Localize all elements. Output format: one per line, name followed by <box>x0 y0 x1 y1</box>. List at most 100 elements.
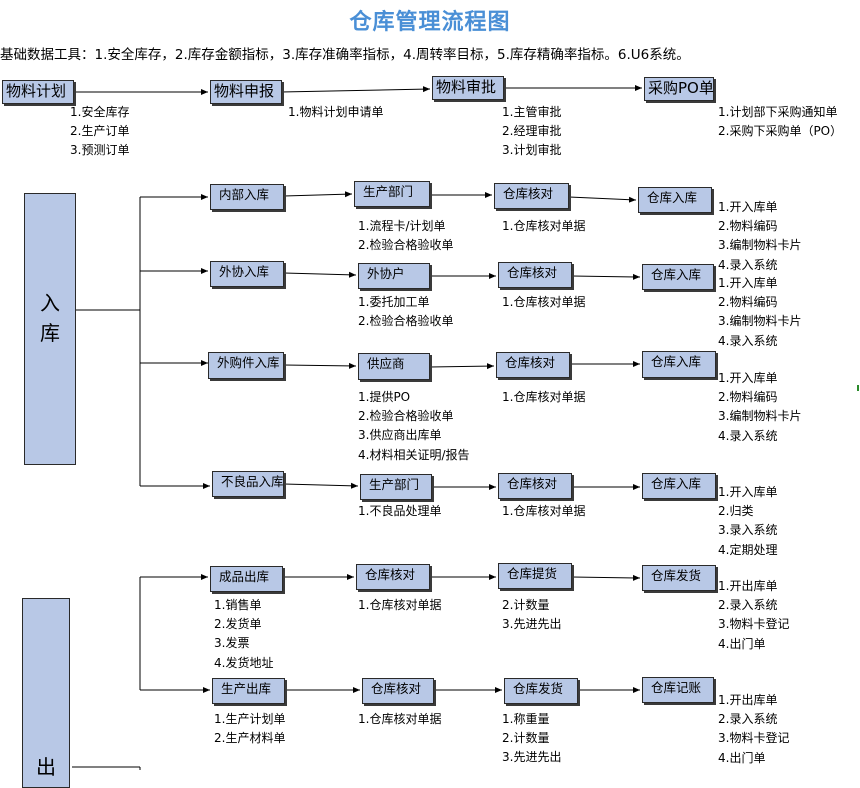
notes-warehouse-check: 1.仓库核对单据 <box>358 710 441 729</box>
outbound-label: 出 <box>36 755 56 779</box>
note-item: 1.物料计划申请单 <box>288 105 384 119</box>
note-item: 3.物料卡登记 <box>718 617 790 632</box>
note-item: 2.生产订单 <box>70 124 130 139</box>
note-item: 1.开入库单 <box>718 371 778 385</box>
box-warehouse-check: 仓库核对 <box>494 183 569 209</box>
note-item: 3.先进先出 <box>502 750 562 765</box>
box-production-dept: 生产部门 <box>360 474 432 500</box>
note-item: 3.编制物料卡片 <box>718 409 802 424</box>
chart-title: 仓库管理流程图 <box>349 10 511 35</box>
box-defective-inbound: 不良品入库 <box>212 471 284 497</box>
note-item: 1.主管审批 <box>502 105 562 119</box>
note-item: 3.编制物料卡片 <box>718 238 802 253</box>
note-item: 2.计数量 <box>502 731 550 746</box>
notes-material-plan: 1.安全库存 2.生产订单 3.预测订单 <box>70 103 129 161</box>
notes-warehouse-check: 1.仓库核对单据 <box>502 388 585 407</box>
notes-supplier: 1.提供PO 2.检验合格验收单 3.供应商出库单 4.材料相关证明/报告 <box>358 388 470 465</box>
notes-warehouse-check: 1.仓库核对单据 <box>502 293 585 312</box>
note-item: 4.发货地址 <box>214 655 274 670</box>
note-item: 1.开出库单 <box>718 579 778 593</box>
box-internal-inbound: 内部入库 <box>210 184 284 210</box>
note-item: 1.流程卡/计划单 <box>358 219 446 233</box>
box-warehouse-check: 仓库核对 <box>356 564 430 590</box>
box-supplier: 供应商 <box>358 353 430 380</box>
notes-finished-goods-outbound: 1.销售单 2.发货单 3.发票 4.发货地址 <box>214 596 273 673</box>
box-material-apply: 物料申报 <box>210 80 282 104</box>
note-item: 2.采购下采购单（PO） <box>718 124 843 139</box>
notes-warehouse-accounting: 1.开出库单 2.录入系统 3.物料卡登记 4.出门单 <box>718 691 789 768</box>
note-item: 2.物料编码 <box>718 390 778 405</box>
note-item: 1.开入库单 <box>718 276 778 290</box>
note-item: 1.提供PO <box>358 390 411 404</box>
box-purchased-inbound: 外购件入库 <box>208 352 284 379</box>
notes-production-outbound: 1.生产计划单 2.生产材料单 <box>214 710 285 748</box>
note-item: 1.计划部下采购通知单 <box>718 105 838 119</box>
note-item: 4.录入系统 <box>718 333 778 348</box>
note-item: 3.先进先出 <box>502 617 562 632</box>
note-item: 4.出门单 <box>718 750 766 765</box>
note-item: 2.发货单 <box>214 617 262 632</box>
note-item: 1.仓库核对单据 <box>502 295 586 309</box>
box-production-outbound: 生产出库 <box>212 678 285 704</box>
note-item: 3.供应商出库单 <box>358 428 442 443</box>
notes-warehouse-inbound: 1.开入库单 2.物料编码 3.编制物料卡片 4.录入系统 <box>718 198 801 275</box>
note-item: 3.录入系统 <box>718 523 778 538</box>
note-item: 2.计数量 <box>502 598 550 612</box>
note-item: 4.录入系统 <box>718 428 778 443</box>
stray-mark <box>857 385 859 391</box>
note-item: 1.仓库核对单据 <box>502 390 586 404</box>
note-item: 2.录入系统 <box>718 598 778 613</box>
box-purchase-po: 采购PO单 <box>644 77 714 101</box>
box-material-plan: 物料计划 <box>2 80 74 104</box>
note-item: 2.检验合格验收单 <box>358 238 454 253</box>
note-item: 1.称重量 <box>502 712 550 726</box>
box-warehouse-check: 仓库核对 <box>362 678 434 704</box>
notes-warehouse-check: 1.仓库核对单据 <box>358 596 441 615</box>
note-item: 2.生产材料单 <box>214 731 286 746</box>
notes-purchase-po: 1.计划部下采购通知单 2.采购下采购单（PO） <box>718 103 842 141</box>
note-item: 2.物料编码 <box>718 219 778 234</box>
note-item: 4.出门单 <box>718 636 766 651</box>
note-item: 2.物料编码 <box>718 295 778 310</box>
box-outsource-vendor: 外协户 <box>358 263 430 289</box>
note-item: 1.开入库单 <box>718 200 778 214</box>
box-finished-goods-outbound: 成品出库 <box>210 566 283 592</box>
box-warehouse-accounting: 仓库记账 <box>642 677 714 703</box>
note-item: 1.仓库核对单据 <box>502 219 586 233</box>
note-item: 3.预测订单 <box>70 143 130 158</box>
notes-warehouse-check: 1.仓库核对单据 <box>502 502 585 521</box>
note-item: 1.销售单 <box>214 598 262 612</box>
note-item: 1.委托加工单 <box>358 295 430 309</box>
arrow-apply-to-approve <box>280 86 431 93</box>
note-item: 3.计划审批 <box>502 143 562 158</box>
box-material-approve: 物料审批 <box>432 76 504 100</box>
inbound-label: 入库 <box>40 291 60 345</box>
note-item: 4.录入系统 <box>718 257 778 272</box>
notes-warehouse-inbound: 1.开入库单 2.物料编码 3.编制物料卡片 4.录入系统 <box>718 369 801 446</box>
notes-material-apply: 1.物料计划申请单 <box>288 103 383 122</box>
notes-warehouse-ship: 1.称重量 2.计数量 3.先进先出 <box>502 710 561 768</box>
box-warehouse-inbound: 仓库入库 <box>642 264 714 290</box>
note-item: 2.检验合格验收单 <box>358 409 454 424</box>
basic-data-tools: 基础数据工具：1.安全库存，2.库存金额指标，3.库存准确率指标，4.周转率目标… <box>0 47 690 63</box>
note-item: 2.检验合格验收单 <box>358 314 454 329</box>
box-warehouse-check: 仓库核对 <box>496 352 570 378</box>
notes-production-dept: 1.流程卡/计划单 2.检验合格验收单 <box>358 217 453 255</box>
note-item: 1.生产计划单 <box>214 712 286 726</box>
notes-warehouse-pickup: 2.计数量 3.先进先出 <box>502 596 561 634</box>
note-item: 1.不良品处理单 <box>358 504 442 518</box>
notes-warehouse-check: 1.仓库核对单据 <box>502 217 585 236</box>
note-item: 4.材料相关证明/报告 <box>358 447 470 462</box>
box-warehouse-ship: 仓库发货 <box>642 565 716 591</box>
notes-warehouse-inbound: 1.开入库单 2.归类 3.录入系统 4.定期处理 <box>718 483 777 560</box>
notes-material-approve: 1.主管审批 2.经理审批 3.计划审批 <box>502 103 561 161</box>
box-warehouse-inbound: 仓库入库 <box>638 187 712 213</box>
note-item: 4.定期处理 <box>718 542 778 557</box>
note-item: 2.经理审批 <box>502 124 562 139</box>
note-item: 2.归类 <box>718 504 754 519</box>
notes-production-dept: 1.不良品处理单 <box>358 502 441 521</box>
note-item: 3.发票 <box>214 636 250 651</box>
inbound-side-box <box>24 193 76 465</box>
box-warehouse-pickup: 仓库提货 <box>498 563 572 589</box>
box-production-dept: 生产部门 <box>354 181 430 207</box>
